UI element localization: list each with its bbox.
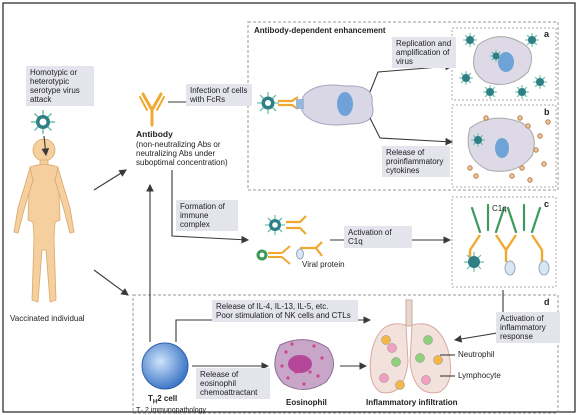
ade-panel-border bbox=[247, 21, 559, 191]
c1q-viral-protein-2 bbox=[538, 260, 550, 276]
c1q-complex bbox=[470, 203, 542, 234]
cytokine-dot bbox=[533, 147, 539, 153]
virus-particle bbox=[459, 71, 473, 85]
cytokine-dot bbox=[467, 165, 473, 171]
infiltrating-cell bbox=[379, 373, 389, 383]
immunopathology-label: T₂ 2 immunopathology bbox=[136, 407, 207, 414]
cytokine-dot bbox=[473, 173, 479, 179]
eosinophil-granules bbox=[280, 342, 324, 386]
virus-particle bbox=[463, 33, 477, 47]
panel-d-label: d bbox=[544, 297, 550, 307]
virus-particle bbox=[533, 75, 547, 89]
virus-particle bbox=[483, 85, 497, 99]
ade-title: Antibody-dependent enhancement bbox=[254, 26, 386, 35]
infiltrating-cell bbox=[433, 355, 443, 365]
poor-stimulation-label: Poor stimulation of NK cells and CTLs bbox=[216, 311, 351, 320]
panel-c-border bbox=[451, 196, 557, 288]
release-il-label: Release of IL-4, IL-13, IL-5, etc. bbox=[216, 302, 329, 311]
vaccinated-label: Vaccinated individual bbox=[10, 314, 85, 323]
infiltrating-cells bbox=[379, 335, 443, 390]
infiltrating-cell bbox=[421, 375, 431, 385]
eosinophil-label: Eosinophil bbox=[286, 398, 327, 407]
cytokine-dot bbox=[527, 177, 533, 183]
eosinophil-granule bbox=[284, 350, 288, 354]
formation-label: Formation of immune complex bbox=[176, 200, 238, 231]
infiltrating-cell bbox=[395, 380, 405, 390]
eosinophil-granule bbox=[302, 382, 306, 386]
cytokine-dot bbox=[537, 133, 543, 139]
virus-antibody-complex bbox=[257, 92, 299, 114]
cytokine-dot bbox=[525, 123, 531, 129]
lymphocyte-label: Lymphocyte bbox=[458, 371, 501, 380]
progeny-viruses bbox=[459, 33, 547, 99]
panel-b-border bbox=[451, 104, 557, 188]
eosinophil-granule bbox=[320, 356, 324, 360]
viral-protein-label: Viral protein bbox=[302, 260, 345, 269]
eosinophil-granule bbox=[280, 364, 284, 368]
eosinophil-granule bbox=[286, 376, 290, 380]
cytokine-cell-b bbox=[467, 117, 535, 172]
c1q-antibodies bbox=[468, 234, 544, 262]
cytokine-dot bbox=[517, 115, 523, 121]
eosinophil-granule bbox=[316, 374, 320, 378]
eosinophil-granule bbox=[312, 344, 316, 348]
human-figure bbox=[13, 138, 75, 303]
activation-c1q-label: Activation of C1q bbox=[344, 226, 412, 248]
cytokine-dot bbox=[545, 119, 551, 125]
antibody-title: Antibody bbox=[136, 129, 173, 139]
c1q-label: C1q bbox=[492, 204, 507, 213]
virus-particle bbox=[490, 50, 502, 62]
release-eosinophil-label: Release of eosinophil chemoattractant bbox=[196, 368, 270, 399]
panel-c-label: c bbox=[544, 199, 550, 209]
infiltrating-cell bbox=[415, 353, 425, 363]
cytokine-dot bbox=[509, 173, 515, 179]
cytokine-dot bbox=[519, 165, 525, 171]
virus-particle bbox=[525, 33, 539, 47]
infection-fcr-label: Infection of cells with FcRs bbox=[186, 84, 252, 106]
infiltrating-cell bbox=[387, 343, 397, 353]
panel-a-label: a bbox=[544, 29, 550, 39]
panel-b-label: b bbox=[544, 107, 550, 117]
c1q-viral-protein bbox=[504, 260, 516, 276]
virus-particle bbox=[471, 133, 485, 147]
virus-particle bbox=[515, 85, 529, 99]
inflammatory-infiltration-label: Inflammatory infiltration bbox=[366, 398, 458, 407]
host-cell bbox=[296, 84, 374, 126]
virus-attack-label: Homotypic or heterotypic serotype virus … bbox=[26, 66, 94, 106]
eosinophil-granule bbox=[294, 370, 298, 374]
cytokine-dot bbox=[541, 161, 547, 167]
activation-inflammatory-label: Activation of inflammatory response bbox=[496, 312, 560, 343]
release-cytokines-label: Release of proinflammatory cytokines bbox=[382, 146, 450, 177]
cytokine-dot bbox=[483, 115, 489, 121]
infiltrating-cell bbox=[423, 335, 433, 345]
infected-cell-a bbox=[473, 36, 533, 85]
antibody-icon bbox=[139, 92, 165, 127]
neutrophil-label: Neutrophil bbox=[458, 350, 495, 359]
release-il-box: Release of IL-4, IL-13, IL-5, etc. Poor … bbox=[212, 300, 358, 322]
infiltrating-cell bbox=[381, 335, 391, 345]
eosinophil-cell bbox=[274, 339, 334, 390]
th2-cell-label: TH2 cell bbox=[148, 394, 178, 406]
replication-label: Replication and amplification of virus bbox=[392, 37, 456, 68]
c1q-virus bbox=[464, 252, 484, 272]
infiltrating-cell bbox=[391, 357, 401, 367]
panel-d-border bbox=[132, 294, 559, 414]
eosinophil-granule bbox=[308, 370, 312, 374]
th2-cell bbox=[141, 342, 189, 390]
antibody-description: (non-neutralizing Abs or neutralizing Ab… bbox=[136, 140, 228, 167]
immune-complex bbox=[256, 215, 323, 265]
virus-icon bbox=[31, 110, 55, 134]
cytokine-dots bbox=[467, 115, 551, 183]
eosinophil-granule bbox=[290, 342, 294, 346]
